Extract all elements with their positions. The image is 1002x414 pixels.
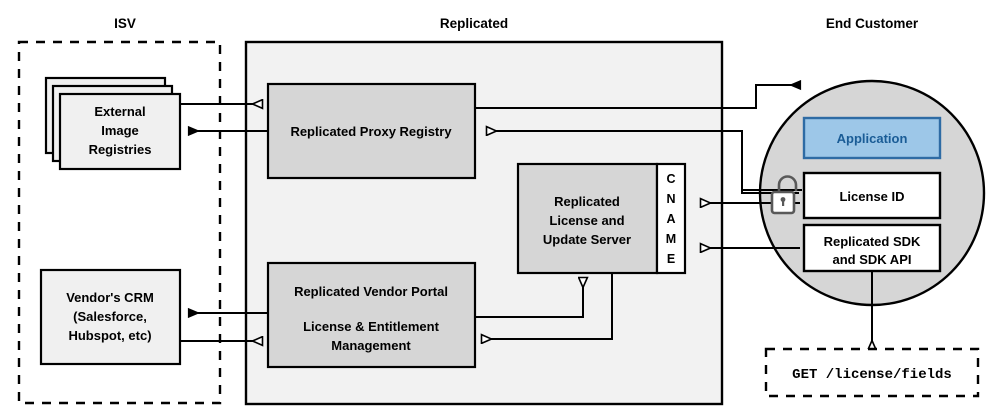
cname-letter-a: A: [666, 212, 675, 226]
edge-license-server-to-portal: [482, 272, 613, 339]
node-license-update-server[interactable]: Replicated License and Update Server: [516, 162, 659, 275]
node-license-id[interactable]: License ID: [802, 171, 942, 220]
node-vendor-crm[interactable]: Vendor's CRM (Salesforce, Hubspot, etc): [39, 268, 182, 366]
group-title-replicated: Replicated: [440, 16, 508, 31]
application-label: Application: [837, 131, 908, 146]
edge-portal-to-license-server: [474, 278, 583, 318]
cname-letter-n: N: [666, 192, 675, 206]
license-server-line1: Replicated: [554, 194, 620, 209]
cname-letter-m: M: [666, 232, 676, 246]
group-title-isv: ISV: [114, 16, 136, 31]
cname-letter-e: E: [667, 252, 675, 266]
vendor-portal-line3: License & Entitlement: [303, 319, 439, 334]
vendor-crm-line1: Vendor's CRM: [66, 290, 154, 305]
connectors: [180, 85, 872, 350]
isv-group-boundary: [17, 40, 222, 405]
proxy-registry-label: Replicated Proxy Registry: [290, 124, 452, 139]
vendor-crm-line3: Hubspot, etc): [68, 328, 151, 343]
api-call-label: GET /license/fields: [792, 367, 952, 383]
group-title-end-customer: End Customer: [826, 16, 919, 31]
external-registries-line3: Registries: [89, 142, 152, 157]
node-api-call[interactable]: GET /license/fields: [764, 347, 980, 398]
node-external-image-registries[interactable]: External Image Registries: [44, 76, 182, 171]
vendor-crm-line2: (Salesforce,: [73, 309, 147, 324]
external-registries-line2: Image: [101, 123, 139, 138]
node-application[interactable]: Application: [802, 116, 942, 160]
node-cname[interactable]: C N A M E: [655, 162, 687, 275]
license-server-line2: License and: [549, 213, 624, 228]
node-replicated-vendor-portal[interactable]: Replicated Vendor Portal License & Entit…: [266, 261, 477, 369]
node-replicated-proxy-registry[interactable]: Replicated Proxy Registry: [266, 82, 477, 180]
vendor-portal-line1: Replicated Vendor Portal: [294, 284, 448, 299]
node-replicated-sdk[interactable]: Replicated SDK and SDK API: [802, 223, 942, 273]
license-server-line3: Update Server: [543, 232, 631, 247]
external-registries-line1: External: [94, 104, 145, 119]
cname-letter-c: C: [666, 172, 675, 186]
edge-customer-to-proxy: [487, 131, 799, 194]
unlock-padlock-icon: [770, 175, 798, 215]
replicated-sdk-line1: Replicated SDK: [824, 234, 921, 249]
replicated-sdk-line2: and SDK API: [833, 252, 912, 267]
edge-proxy-to-application: [475, 85, 800, 109]
license-id-label: License ID: [839, 189, 904, 204]
vendor-portal-line4: Management: [331, 338, 411, 353]
